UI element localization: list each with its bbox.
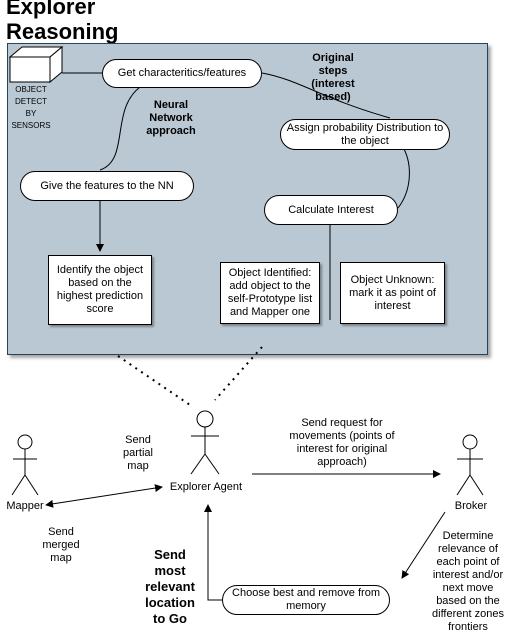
dotted-link-left bbox=[117, 355, 191, 406]
send-most-relevant-label: Send most relevant location to Go bbox=[145, 547, 195, 626]
calculate-interest-node[interactable]: Calculate Interest bbox=[264, 195, 398, 225]
map-exchange-arrow bbox=[45, 484, 163, 508]
broker-to-choose-arrow bbox=[401, 511, 446, 579]
choose-to-explorer-arrow bbox=[204, 504, 222, 601]
title-line-2: Reasoning bbox=[6, 19, 119, 44]
broker-actor-icon bbox=[456, 434, 484, 496]
send-merged-map-label: Send merged map bbox=[42, 526, 80, 564]
dotted-link-right bbox=[214, 346, 263, 401]
identify-object-node[interactable]: Identify the object based on the highest… bbox=[48, 255, 152, 325]
neural-network-label: Neural Network approach bbox=[146, 99, 196, 137]
determine-relevance-label: Determine relevance of each point of int… bbox=[432, 530, 504, 633]
give-nn-node[interactable]: Give the features to the NN bbox=[20, 171, 194, 201]
features-to-nn-line bbox=[99, 86, 141, 171]
send-request-label: Send request for movements (points of in… bbox=[289, 417, 395, 468]
broker-label: Broker bbox=[454, 500, 488, 512]
sensor-label-line: DETECT bbox=[15, 97, 47, 106]
get-features-node[interactable]: Get characteritics/features bbox=[102, 59, 262, 88]
assign-to-calc-line bbox=[397, 148, 410, 209]
send-partial-map-label: Send partial map bbox=[123, 434, 153, 472]
mapper-label: Mapper bbox=[6, 500, 44, 512]
choose-best-node[interactable]: Choose best and remove from memory bbox=[222, 585, 390, 615]
diagram-title: Explorer Reasoning bbox=[6, 0, 118, 44]
sensor-label-line: BY bbox=[25, 109, 37, 118]
sensor-cube-icon bbox=[8, 45, 64, 84]
explorer-actor-icon bbox=[190, 410, 220, 475]
mapper-actor-icon bbox=[11, 434, 39, 496]
features-to-assign-line bbox=[261, 72, 391, 119]
object-unknown-node[interactable]: Object Unknown: mark it as point of inte… bbox=[340, 262, 445, 324]
original-steps-label: Original steps (interest based) bbox=[311, 52, 355, 103]
sensor-label-line: OBJECT bbox=[15, 85, 47, 94]
assign-probability-node[interactable]: Assign probability Distribution to the o… bbox=[280, 119, 450, 150]
explorer-agent-label: Explorer Agent bbox=[169, 481, 243, 493]
object-identified-node[interactable]: Object Identified: add object to the sel… bbox=[220, 262, 320, 324]
sensor-label-line: SENSORS bbox=[11, 121, 51, 130]
title-line-1: Explorer bbox=[6, 0, 96, 19]
sensor-label: OBJECT DETECT BY SENSORS bbox=[6, 84, 56, 132]
